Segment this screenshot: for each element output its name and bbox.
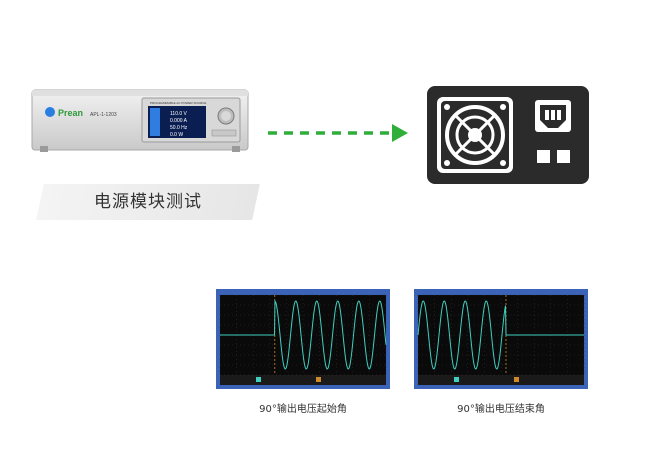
switch-left-icon: [537, 150, 550, 163]
ac-socket-icon: [535, 100, 571, 132]
power-supply-module: [427, 86, 589, 184]
status-marker: [514, 377, 519, 382]
scope-end-caption: 90°输出电压结束角: [457, 404, 545, 415]
scope-start-angle: [216, 289, 390, 389]
scope-status-bar: [418, 375, 584, 385]
caption-label: 电源模块测试: [94, 192, 202, 212]
switch-right-icon: [557, 150, 570, 163]
device-display-header: PROGRAMMABLE AC POWER SOURCE: [150, 101, 206, 105]
reading-voltage: 110.0 V: [170, 111, 188, 117]
scope-end-angle: [414, 289, 588, 389]
scope-status-bar: [220, 375, 386, 385]
dashed-arrow-icon: [268, 124, 408, 142]
brand-logo-icon: [45, 107, 55, 117]
device-brand: Prean: [58, 108, 83, 118]
device-model: APL-1-1203: [90, 112, 117, 118]
status-marker: [256, 377, 261, 382]
power-source-device: Prean APL-1-1203 PROGRAMMABLE AC POWER S…: [31, 89, 249, 152]
status-marker: [454, 377, 459, 382]
reading-power: 0.0 W: [170, 132, 183, 138]
waveform: [417, 300, 584, 370]
waveform: [220, 299, 387, 370]
reading-current: 0.000 A: [170, 118, 188, 124]
fan-icon: [437, 97, 513, 173]
scope-start-caption: 90°输出电压起始角: [259, 404, 347, 415]
status-marker: [316, 377, 321, 382]
reading-frequency: 50.0 Hz: [170, 125, 188, 131]
